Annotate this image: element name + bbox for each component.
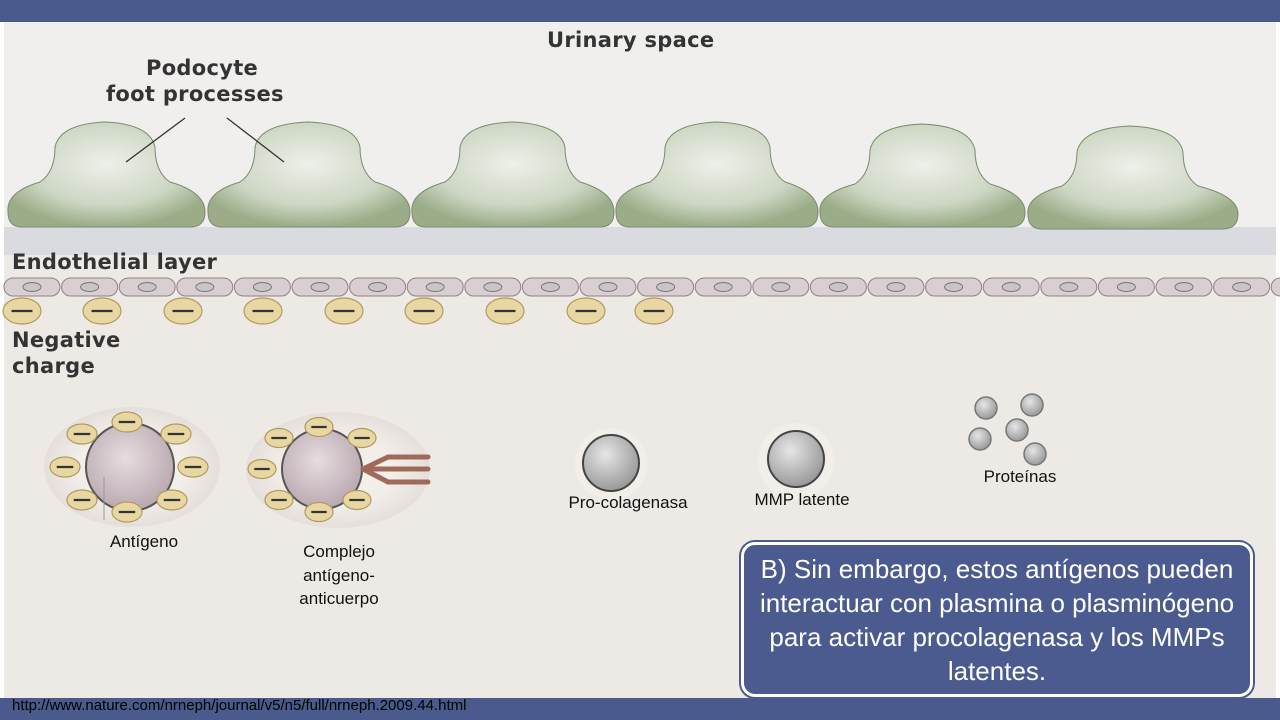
negative-charge-row: [2, 297, 674, 325]
negative-charge-icon: [304, 501, 334, 523]
endothelial-cell: [406, 277, 464, 297]
endothelial-cell: [521, 277, 579, 297]
antibody-shape: [360, 454, 431, 485]
podocyte-foot-4: [615, 121, 819, 228]
negative-charge-icon: [82, 297, 122, 325]
complex-label: Complejo antígeno- anticuerpo: [270, 540, 408, 611]
negative-charge-icon: [404, 297, 444, 325]
negative-charge-icon: [177, 456, 209, 478]
negative-charge-icon: [111, 501, 143, 523]
negative-charge-icon: [264, 427, 294, 449]
podocyte-foot-3: [411, 121, 615, 228]
foot-processes-label: foot processes: [106, 82, 284, 106]
podocyte-foot-1: [7, 121, 206, 228]
endothelial-cell-row: [3, 277, 1280, 297]
negative-charge-icon: [342, 489, 372, 511]
endothelial-cell: [1040, 277, 1098, 297]
glomerular-diagram: [2, 22, 1280, 698]
procollagenase-graphic: [575, 428, 647, 500]
complex-label-line2: antígeno-: [303, 565, 375, 585]
antigen-label: Antígeno: [109, 532, 179, 551]
endothelial-cell: [1213, 277, 1271, 297]
negative-charge-icon: [264, 489, 294, 511]
callout-box: B) Sin embargo, estos antígenos pueden i…: [741, 542, 1253, 697]
endothelial-cell: [867, 277, 925, 297]
slide: Urinary space Podocyte foot processes En…: [0, 22, 1280, 698]
basement-membrane: [4, 227, 1276, 255]
negative-charge-icon: [49, 456, 81, 478]
negative-charge-icon: [347, 427, 377, 449]
negative-charge-icon: [304, 416, 334, 438]
negative-charge-icon: [2, 297, 42, 325]
negative-label: Negative: [12, 328, 121, 352]
negative-charge-icon: [247, 458, 277, 480]
mmp-latent-graphic: [758, 423, 834, 499]
endothelial-cell: [61, 277, 119, 297]
negative-charge-icon: [111, 411, 143, 433]
endothelial-cell: [637, 277, 695, 297]
endothelial-cell: [1155, 277, 1213, 297]
endothelial-layer-label: Endothelial layer: [12, 250, 218, 274]
endothelial-cell: [1097, 277, 1155, 297]
endothelial-cell: [694, 277, 752, 297]
negative-charge-icon: [160, 423, 192, 445]
callout-text: B) Sin embargo, estos antígenos pueden i…: [759, 553, 1235, 686]
podocyte-foot-6: [1027, 125, 1239, 230]
endothelial-cell: [464, 277, 522, 297]
endothelial-cell: [752, 277, 810, 297]
source-url[interactable]: http://www.nature.com/nrneph/journal/v5/…: [12, 697, 467, 714]
negative-charge-icon: [566, 297, 606, 325]
endothelial-cell: [176, 277, 234, 297]
endothelial-cell: [1270, 277, 1280, 297]
endothelial-cell: [3, 277, 61, 297]
negative-charge-icon: [66, 489, 98, 511]
antigen-graphic: [44, 407, 220, 527]
complex-label-line1: Complejo: [303, 542, 375, 561]
negative-charge-icon: [485, 297, 525, 325]
negative-charge-icon: [156, 489, 188, 511]
antigen-antibody-complex-graphic: [246, 412, 431, 528]
proteins-label: Proteínas: [983, 467, 1057, 486]
endothelial-cell: [118, 277, 176, 297]
endothelial-cell: [233, 277, 291, 297]
endothelial-cell: [291, 277, 349, 297]
negative-charge-icon: [634, 297, 674, 325]
endothelial-cell: [349, 277, 407, 297]
negative-charge-icon: [243, 297, 283, 325]
pointer-line: [226, 117, 285, 163]
urinary-space-label: Urinary space: [547, 28, 715, 52]
podocyte-foot-2: [207, 121, 411, 228]
podocyte-label: Podocyte: [146, 56, 259, 80]
negative-charge-icon: [163, 297, 203, 325]
complex-label-line3: anticuerpo: [299, 589, 379, 608]
podocyte-foot-5: [819, 123, 1026, 228]
charge-label: charge: [12, 354, 96, 378]
endothelial-cell: [925, 277, 983, 297]
proteins-graphic: [968, 393, 1047, 466]
podocyte-row: [7, 121, 1239, 230]
negative-charge-icon: [66, 423, 98, 445]
endothelial-cell: [809, 277, 867, 297]
endothelial-cell: [982, 277, 1040, 297]
mmp-latent-label: MMP latente: [754, 490, 850, 509]
negative-charge-icon: [324, 297, 364, 325]
pointer-line: [125, 117, 186, 163]
procollagenase-label: Pro-colagenasa: [568, 493, 688, 512]
endothelial-cell: [579, 277, 637, 297]
